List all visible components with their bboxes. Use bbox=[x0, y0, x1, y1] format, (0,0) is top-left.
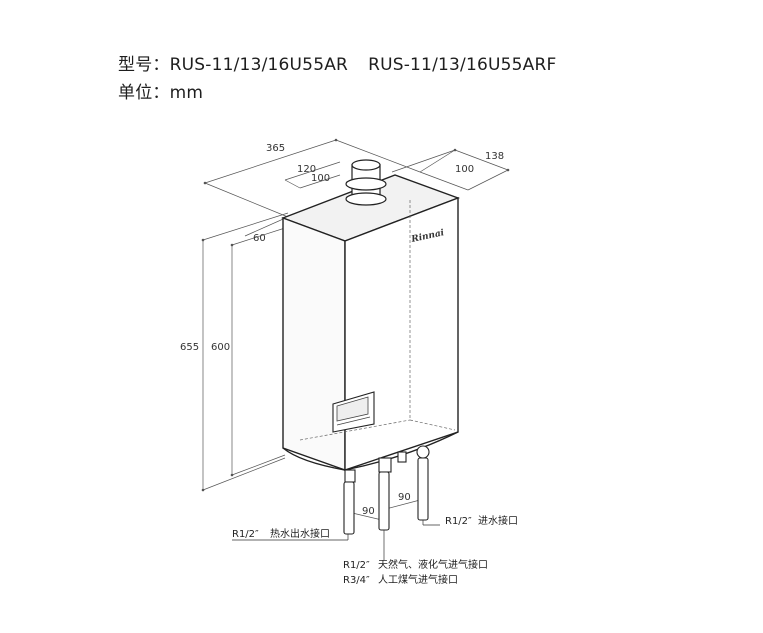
model-line: 型号：RUS-11/13/16U55AR RUS-11/13/16U55ARF bbox=[118, 50, 557, 75]
model-label: 型号： bbox=[118, 55, 170, 75]
gas-label-2: 人工煤气进气接口 bbox=[378, 573, 458, 586]
dim-655: 655 bbox=[180, 342, 199, 353]
dimension-ticks bbox=[201, 138, 510, 492]
model-name-2: RUS-11/13/16U55ARF bbox=[368, 55, 557, 75]
dim-100-right: 100 bbox=[455, 164, 474, 175]
exhaust-flue bbox=[345, 159, 387, 206]
cold-water-spec: R1/2″ bbox=[445, 516, 472, 527]
gas-spec-1: R1/2″ bbox=[343, 560, 370, 571]
heater-side-face bbox=[282, 216, 346, 471]
control-panel bbox=[332, 391, 375, 433]
dimension-lines bbox=[202, 139, 509, 521]
unit-line: 单位：mm bbox=[118, 78, 203, 103]
hot-water-pipe bbox=[343, 481, 355, 535]
cold-water-label: 进水接口 bbox=[478, 514, 518, 527]
unit-label: 单位： bbox=[118, 83, 170, 103]
pipes bbox=[343, 457, 429, 535]
gas-label-1: 天然气、液化气进气接口 bbox=[378, 558, 488, 571]
cold-water-pipe bbox=[417, 457, 429, 521]
bottom-fittings bbox=[344, 445, 430, 483]
dim-600: 600 bbox=[211, 342, 230, 353]
hidden-lines bbox=[299, 200, 456, 441]
dim-100-top: 100 bbox=[311, 173, 330, 184]
model-name-1: RUS-11/13/16U55AR bbox=[169, 55, 349, 75]
gas-spec-2: R3/4″ bbox=[343, 575, 370, 586]
dim-90-left: 90 bbox=[362, 506, 375, 517]
dim-365: 365 bbox=[266, 143, 285, 154]
unit-value: mm bbox=[169, 83, 204, 103]
hot-water-label: 热水出水接口 bbox=[270, 527, 330, 540]
dim-60: 60 bbox=[253, 233, 266, 244]
hot-water-spec: R1/2″ bbox=[232, 529, 259, 540]
dim-90-right: 90 bbox=[398, 492, 411, 503]
gas-pipe bbox=[378, 471, 390, 531]
callout-leaders bbox=[232, 520, 440, 560]
dim-120: 120 bbox=[297, 164, 316, 175]
dim-138: 138 bbox=[485, 151, 504, 162]
